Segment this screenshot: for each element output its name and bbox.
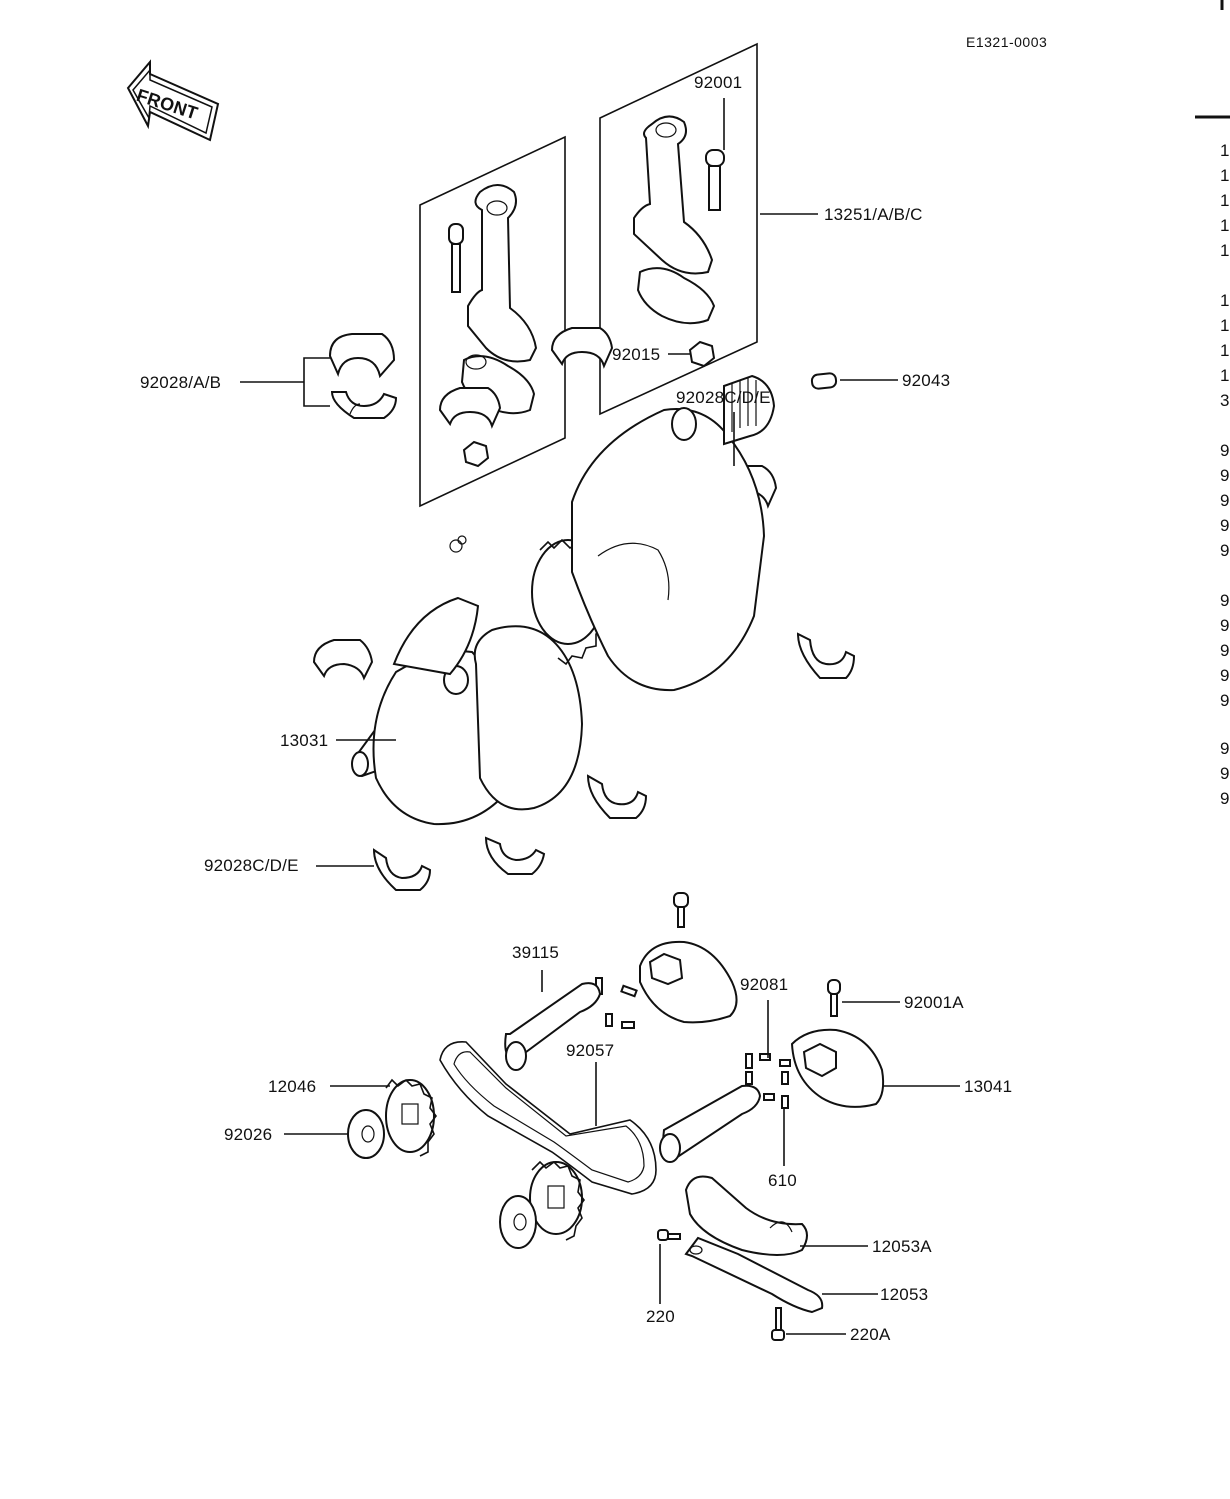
edge-mark: 9 xyxy=(1220,790,1230,807)
edge-mark: 9 xyxy=(1220,492,1230,509)
label-12046: 12046 xyxy=(268,1077,317,1096)
edge-mark: 9 xyxy=(1220,517,1230,534)
label-13041: 13041 xyxy=(964,1077,1013,1096)
edge-mark: 9 xyxy=(1220,542,1230,559)
edge-mark: 9 xyxy=(1220,442,1230,459)
bolt-220a-part xyxy=(771,1307,785,1341)
label-92026: 92026 xyxy=(224,1125,273,1144)
label-220: 220 xyxy=(646,1307,675,1326)
label-92057: 92057 xyxy=(566,1041,615,1060)
edge-mark: 1 xyxy=(1220,367,1230,384)
edge-mark: 9 xyxy=(1220,667,1230,684)
label-92001: 92001 xyxy=(694,73,743,92)
chain-guide-part xyxy=(684,1175,808,1256)
label-92028-cde-upper: 92028C/D/E xyxy=(676,388,771,407)
washer-92026-part xyxy=(347,1109,385,1159)
label-13031: 13031 xyxy=(280,731,329,750)
edge-mark: 1 xyxy=(1220,142,1230,159)
crankshaft-part xyxy=(351,374,776,826)
balancer-chain-part xyxy=(439,1041,657,1195)
sprocket-12046-part xyxy=(385,1078,437,1157)
label-92015: 92015 xyxy=(612,345,661,364)
label-610: 610 xyxy=(768,1171,797,1190)
conrod-box-left xyxy=(419,135,566,508)
edge-mark: 1 xyxy=(1220,217,1230,234)
edge-mark: 9 xyxy=(1220,592,1230,609)
leader-lines xyxy=(240,98,960,1335)
label-92028-cde-lower: 92028C/D/E xyxy=(204,856,299,875)
edge-mark: 9 xyxy=(1220,642,1230,659)
label-13251: 13251/A/B/C xyxy=(824,205,923,224)
balancer-shaft-lower xyxy=(659,1084,762,1163)
edge-mark: 1 xyxy=(1220,192,1230,209)
label-92001a: 92001A xyxy=(904,993,964,1012)
label-12053: 12053 xyxy=(880,1285,929,1304)
dowel-pin-part xyxy=(810,372,838,390)
edge-mark: 1 xyxy=(1220,342,1230,359)
label-92043: 92043 xyxy=(902,371,951,390)
label-92081: 92081 xyxy=(740,975,789,994)
edge-mark: 9 xyxy=(1220,740,1230,757)
edge-mark: 1 xyxy=(1220,317,1230,334)
label-12053a: 12053A xyxy=(872,1237,932,1256)
edge-mark: 9 xyxy=(1220,617,1230,634)
chain-tensioner-part xyxy=(684,1236,824,1314)
edge-mark: 1 xyxy=(1220,167,1230,184)
edge-mark: 9 xyxy=(1220,765,1230,782)
label-220a: 220A xyxy=(850,1325,891,1344)
edge-mark: 1 xyxy=(1220,292,1230,309)
edge-mark: 9 xyxy=(1220,467,1230,484)
bolt-220-part xyxy=(657,1229,681,1241)
edge-mark: 9 xyxy=(1220,692,1230,709)
lower-sprocket-part xyxy=(529,1160,585,1241)
front-arrow-icon xyxy=(126,59,220,142)
lower-washer-part xyxy=(499,1195,537,1249)
conrod-box-right xyxy=(599,42,758,416)
label-92028-ab: 92028/A/B xyxy=(140,373,222,392)
balancer-shaft-top xyxy=(504,982,602,1071)
balancer-weight-right xyxy=(790,979,885,1108)
rod-bearing-shells xyxy=(328,333,398,419)
edge-mark: 1 xyxy=(1220,242,1230,259)
edge-mark: 3 xyxy=(1220,392,1230,409)
document-id: E1321-0003 xyxy=(966,34,1048,50)
spring-pins-group xyxy=(595,977,791,1109)
label-39115: 39115 xyxy=(512,943,560,962)
balancer-weight-top xyxy=(639,892,738,1024)
